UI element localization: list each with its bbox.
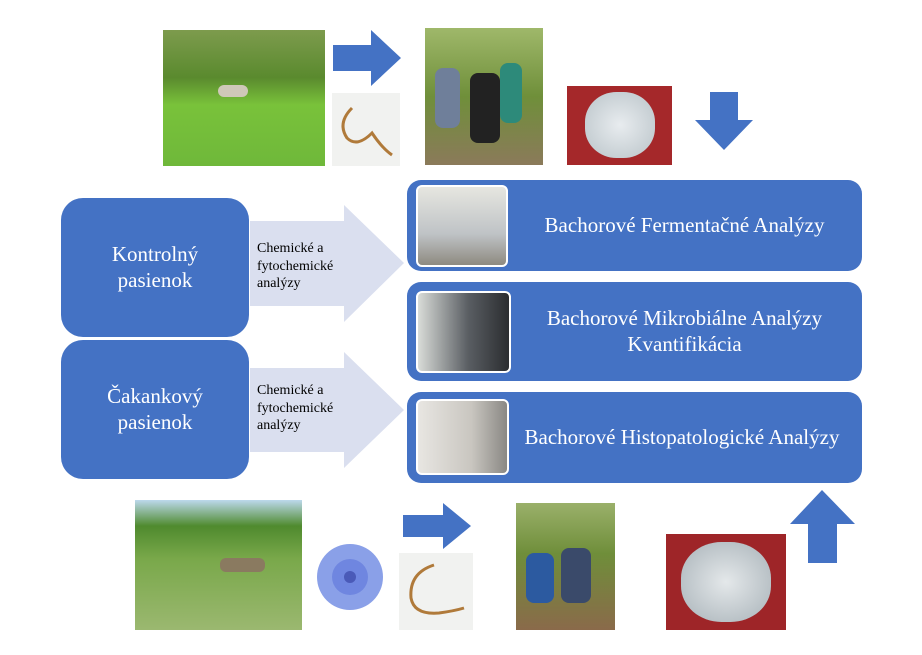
sheep-handling-photo bbox=[516, 503, 615, 630]
analysis-arrow-2 bbox=[250, 352, 404, 468]
chicory-flower-photo bbox=[310, 540, 390, 615]
fermentation-analysis-box: Bachorové Fermentačné Analýzy bbox=[407, 180, 862, 271]
tissue-processor-photo bbox=[416, 399, 509, 475]
pcr-instrument-photo bbox=[416, 291, 511, 373]
analysis-arrow-2-label: Chemické a fytochemické analýzy bbox=[257, 383, 334, 433]
fermentation-analysis-label: Bachorové Fermentačné Analýzy bbox=[544, 212, 825, 237]
parasite-worm-photo-2 bbox=[399, 553, 473, 630]
control-pasture-label: Kontrolný pasienok bbox=[111, 242, 199, 292]
sheep-sampling-photo bbox=[425, 28, 543, 165]
histopathology-analysis-box: Bachorové Histopatologické Analýzy bbox=[407, 392, 862, 483]
analysis-arrow-1 bbox=[250, 205, 404, 322]
rumen-sample-photo bbox=[567, 86, 672, 165]
chicory-pasture-label: Čakankový pasienok bbox=[107, 384, 203, 434]
control-pasture-photo bbox=[163, 30, 325, 166]
rumen-sample-photo-2 bbox=[666, 534, 786, 630]
arrow-up-icon bbox=[790, 490, 855, 563]
parasite-worm-photo bbox=[332, 93, 400, 166]
control-pasture-box: Kontrolný pasienok bbox=[61, 198, 249, 337]
microbial-analysis-label: Bachorové Mikrobiálne Analýzy Kvantifiká… bbox=[546, 306, 823, 356]
chicory-pasture-box: Čakankový pasienok bbox=[61, 340, 249, 479]
histopathology-analysis-label: Bachorové Histopatologické Analýzy bbox=[524, 424, 840, 449]
microbial-analysis-box: Bachorové Mikrobiálne Analýzy Kvantifiká… bbox=[407, 282, 862, 381]
arrow-right-icon-2 bbox=[403, 503, 471, 549]
arrow-right-icon bbox=[333, 30, 401, 86]
lab-instrument-photo bbox=[416, 185, 508, 267]
chicory-pasture-photo bbox=[135, 500, 302, 630]
analysis-arrow-1-label: Chemické a fytochemické analýzy bbox=[257, 241, 334, 291]
arrow-down-icon bbox=[695, 92, 753, 150]
